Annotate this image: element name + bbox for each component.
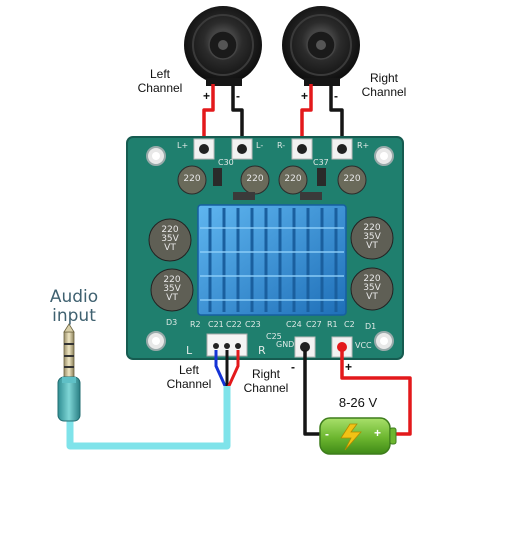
silk-d1: D1 [365, 322, 377, 331]
cap-label-3: 220 [284, 174, 302, 184]
big-cap-label-1: 220 35V VT [161, 225, 179, 253]
big-cap-label-2: 220 35V VT [163, 275, 181, 303]
silk-c37: C37 [313, 158, 329, 167]
cap-label-4: 220 [343, 174, 361, 184]
input-right-channel-label: Right Channel [243, 367, 289, 395]
silk-c24: C24 [286, 320, 302, 329]
gnd-minus-sign: - [291, 360, 295, 374]
cap-label-1: 220 [183, 174, 201, 184]
right-speaker-label: Right Channel [361, 71, 407, 99]
silk-c2: C2 [344, 320, 355, 329]
silk-bottom-r: R [258, 344, 266, 357]
silk-bottom-l: L [186, 344, 193, 357]
input-left-channel-label: Left Channel [166, 363, 212, 391]
left-speaker-plus: + [203, 89, 211, 103]
silk-c22: C22 [226, 320, 242, 329]
big-cap-label-3: 220 35V VT [363, 223, 381, 251]
power-wires [303, 350, 412, 436]
audio-jack [57, 323, 81, 422]
right-speaker-plus: + [301, 89, 309, 103]
big-cap-label-4: 220 35V VT [363, 274, 381, 302]
left-speaker [184, 6, 262, 86]
silk-r-plus: R+ [357, 141, 370, 150]
silk-l-minus: L- [256, 141, 264, 150]
silk-c21: C21 [208, 320, 224, 329]
silk-c27: C27 [306, 320, 322, 329]
audio-cable [66, 386, 231, 450]
silk-c23: C23 [245, 320, 261, 329]
silk-vcc: VCC [355, 341, 372, 350]
battery [319, 417, 397, 455]
vcc-plus-sign: + [345, 360, 353, 374]
right-speaker [282, 6, 360, 86]
silk-l-plus: L+ [177, 141, 189, 150]
left-speaker-label: Left Channel [137, 67, 183, 95]
silk-gnd: GND [276, 340, 295, 349]
silk-c30: C30 [218, 158, 234, 167]
amplifier-board [126, 136, 404, 360]
battery-plus-sign: + [374, 426, 382, 440]
silk-d3: D3 [166, 318, 178, 327]
left-speaker-minus: - [236, 89, 240, 103]
silk-r-minus: R- [277, 141, 286, 150]
battery-minus-sign: - [325, 427, 329, 441]
silk-r1: R1 [327, 320, 338, 329]
silk-r2: R2 [190, 320, 201, 329]
speaker-wires [202, 84, 344, 150]
silk-c25: C25 [266, 332, 282, 341]
audio-input-label: Audio input [49, 287, 99, 326]
cap-label-2: 220 [246, 174, 264, 184]
voltage-label: 8-26 V [338, 395, 378, 410]
input-wires [214, 350, 240, 389]
right-speaker-minus: - [334, 89, 338, 103]
